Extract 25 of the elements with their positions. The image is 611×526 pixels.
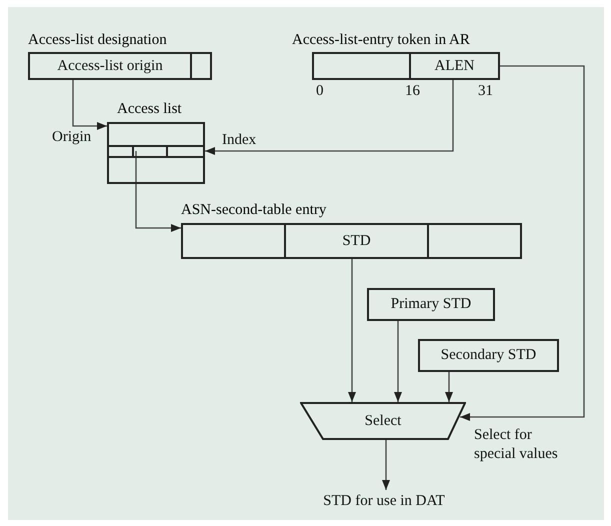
arrow: [445, 372, 453, 402]
register-heading: Access list: [117, 100, 182, 118]
process-box: Secondary STD: [418, 339, 559, 372]
field-label: STD: [342, 232, 371, 251]
bit-position: 16: [405, 82, 420, 100]
arrow: [205, 80, 454, 155]
arrow: [348, 259, 356, 402]
field-label: Access-list origin: [57, 56, 163, 76]
selector-label: Select: [364, 412, 402, 431]
edge-label: Select for special values: [474, 426, 559, 464]
arrow: [135, 151, 181, 232]
output-label: STD for use in DAT: [298, 490, 470, 512]
edge-label: Origin: [52, 128, 92, 147]
register-heading: ASN-second-table entry: [181, 201, 326, 219]
bit-position: 0: [316, 82, 324, 100]
process-box: Primary STD: [367, 288, 495, 321]
arrow: [72, 80, 107, 130]
register-heading: Access-list designation: [28, 31, 167, 49]
arrow: [460, 65, 585, 421]
edge-label: Index: [222, 131, 258, 150]
bit-position: 31: [478, 82, 493, 100]
arrow: [382, 440, 390, 490]
register-heading: Access-list-entry token in AR: [292, 31, 470, 49]
field-label: ALEN: [434, 56, 474, 76]
arrow: [394, 321, 402, 402]
